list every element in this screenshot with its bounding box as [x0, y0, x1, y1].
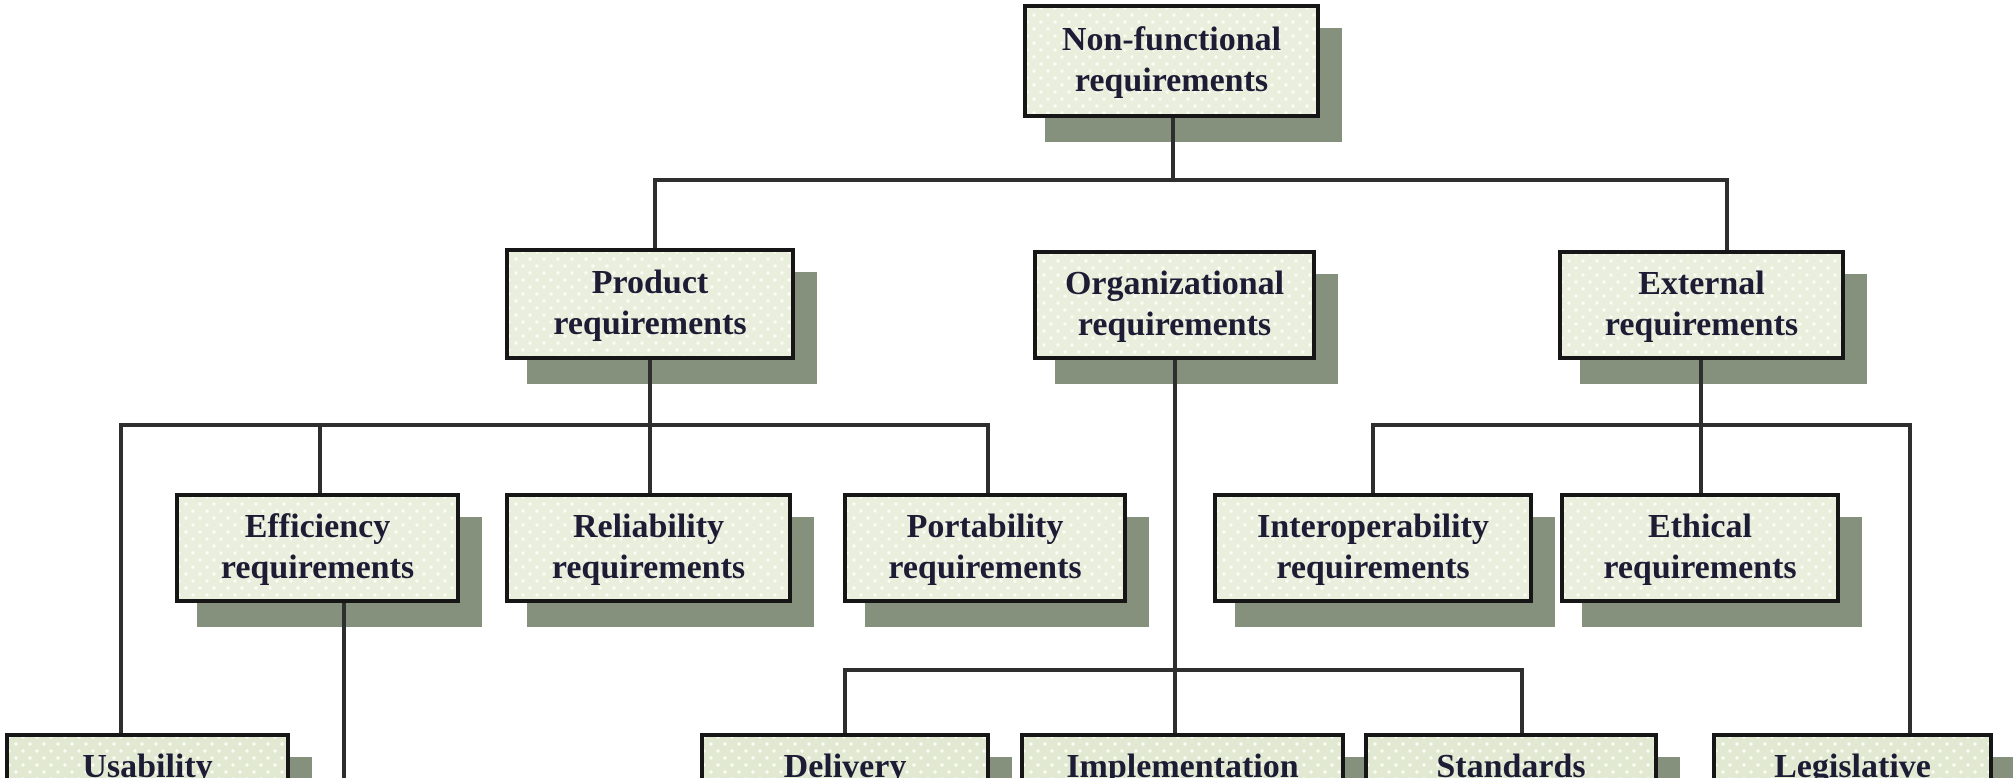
connector-standards-stub: [1520, 668, 1524, 735]
connector-level2-rail: [653, 178, 1729, 182]
node-legislative-requirements: Legislative: [1712, 733, 1993, 778]
node-delivery-requirements: Delivery: [700, 733, 990, 778]
node-non-functional-requirements: Non-functional requirements: [1023, 4, 1320, 118]
node-label: Product requirements: [553, 264, 747, 342]
node-label: Standards: [1436, 748, 1586, 778]
node-efficiency-requirements: Efficiency requirements: [175, 493, 460, 603]
connector-portability-stub: [986, 423, 990, 497]
node-label: Delivery: [783, 748, 907, 778]
node-label: External requirements: [1604, 265, 1799, 343]
node-ethical-requirements: Ethical requirements: [1560, 493, 1840, 603]
node-portability-requirements: Portability requirements: [843, 493, 1127, 603]
connector-product-rail: [119, 423, 990, 427]
node-label: Usability: [82, 748, 213, 778]
node-label: Interoperability requirements: [1257, 508, 1489, 586]
connector-interoperability-stub: [1371, 423, 1375, 497]
node-label: Efficiency requirements: [220, 508, 415, 586]
node-label: Legislative: [1774, 748, 1931, 778]
connector-usability-stub: [119, 423, 123, 735]
connector-product-drop: [648, 358, 652, 497]
node-interoperability-requirements: Interoperability requirements: [1213, 493, 1533, 603]
node-usability-requirements: Usability: [5, 733, 290, 778]
node-label: Ethical requirements: [1603, 508, 1797, 586]
node-label: Organizational requirements: [1064, 265, 1285, 343]
node-implementation-requirements: Implementation: [1020, 733, 1345, 778]
connector-external-stub: [1725, 178, 1729, 252]
node-standards-requirements: Standards: [1364, 733, 1658, 778]
node-external-requirements: External requirements: [1558, 250, 1845, 360]
node-organizational-requirements: Organizational requirements: [1033, 250, 1316, 360]
connector-organizational-rail: [843, 668, 1524, 672]
node-label: Reliability requirements: [551, 508, 746, 586]
node-label: Non-functional requirements: [1061, 21, 1282, 99]
connector-external-drop: [1699, 358, 1703, 497]
connector-efficiency-drop: [342, 600, 346, 778]
connector-root-drop: [1171, 118, 1175, 182]
node-product-requirements: Product requirements: [505, 248, 795, 360]
connector-external-rail: [1371, 423, 1912, 427]
connector-efficiency-stub: [318, 423, 322, 497]
node-label: Implementation: [1066, 748, 1299, 778]
connector-organizational-drop: [1173, 358, 1177, 735]
connector-product-stub: [653, 178, 657, 250]
node-reliability-requirements: Reliability requirements: [505, 493, 792, 603]
connector-legislative-stub: [1908, 423, 1912, 735]
connector-delivery-stub: [843, 668, 847, 735]
node-label: Portability requirements: [888, 508, 1082, 586]
